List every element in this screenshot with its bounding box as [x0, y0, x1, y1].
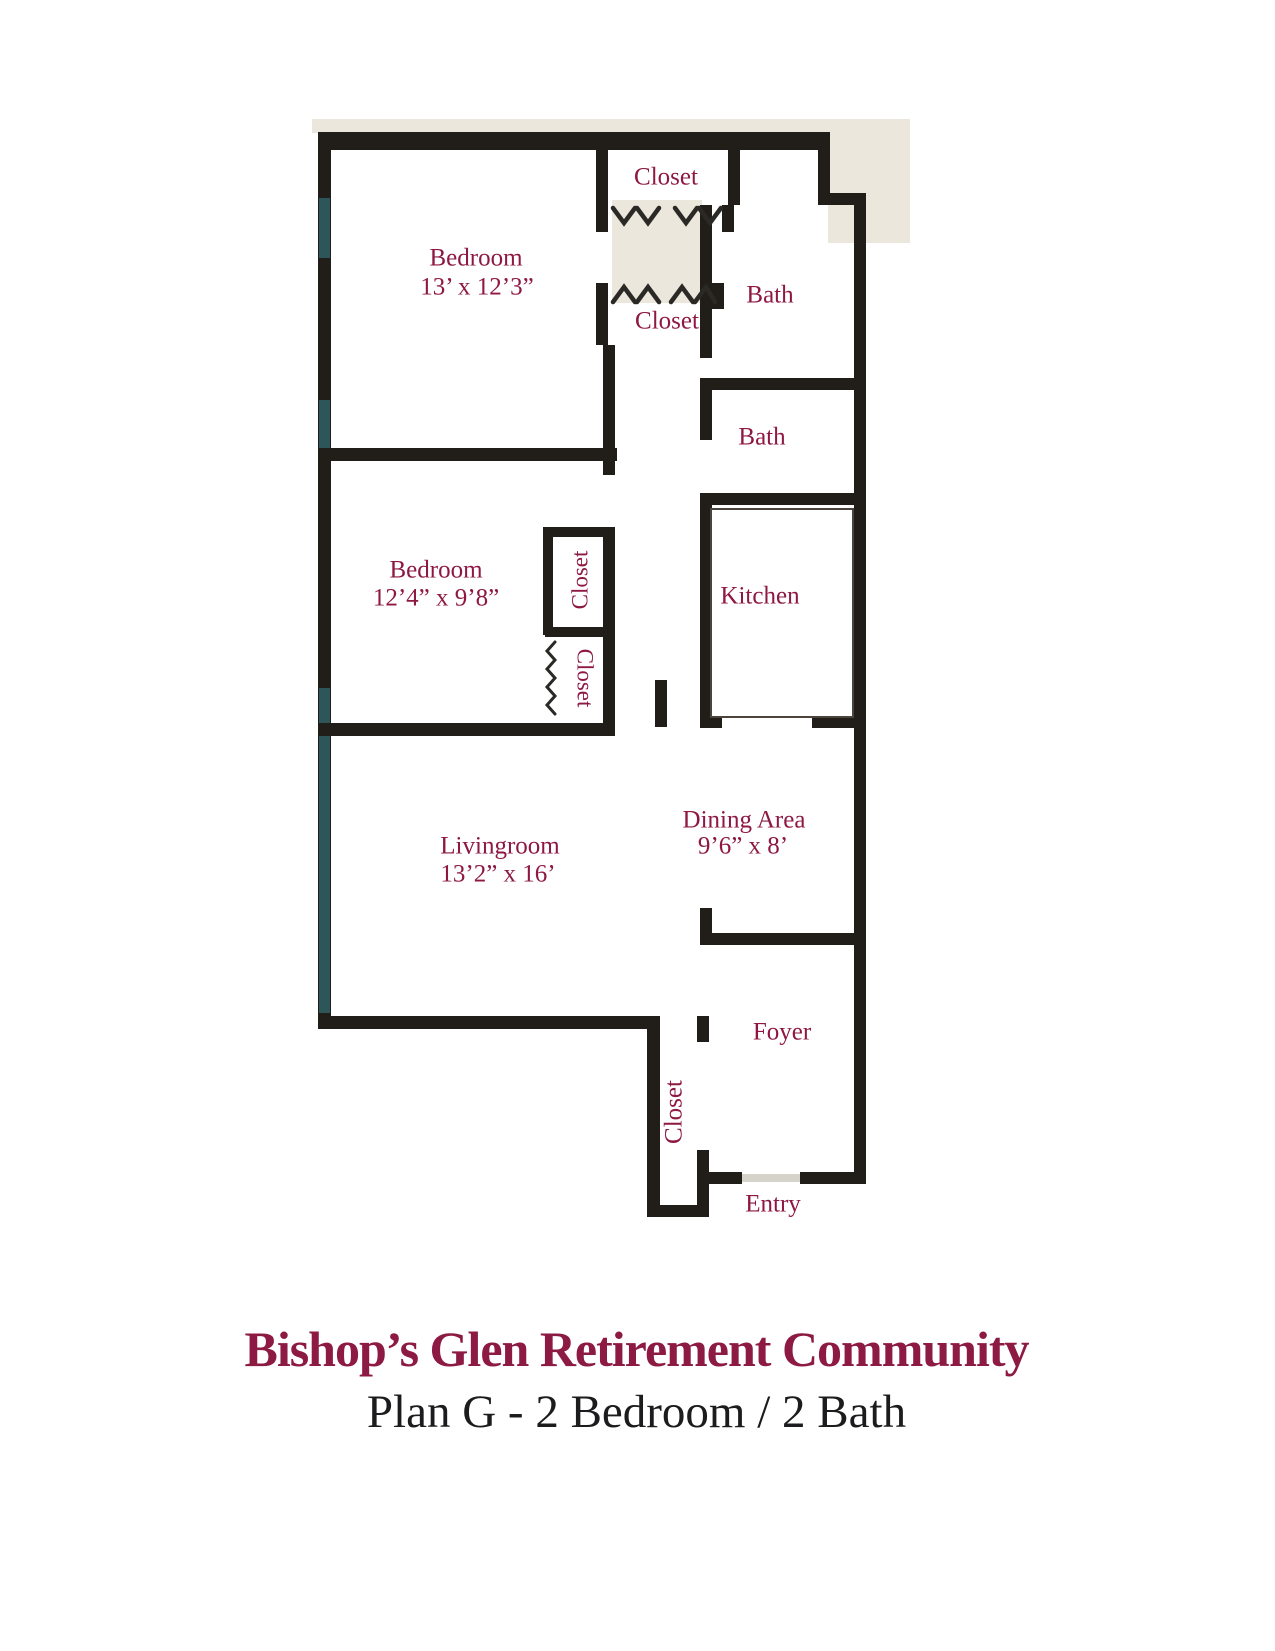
scan-smudge: [319, 198, 330, 258]
dining-label: Dining Area: [682, 806, 806, 834]
scan-tint-top: [312, 119, 832, 133]
closet-mid-label: Closet: [635, 307, 699, 335]
wall-kitchen-bottom-left: [700, 716, 722, 728]
bedroom1-dimensions: 13’ x 12’3”: [420, 273, 534, 301]
wall-foyer-closet-bottom: [647, 1205, 709, 1217]
bifold-door-icon: [610, 205, 724, 227]
foyer-closet-label: Closet: [660, 1080, 688, 1144]
wall-closet-mid-left: [596, 283, 608, 345]
bifold-door-icon: [610, 282, 718, 305]
wall-top: [318, 132, 830, 150]
scan-tint-top-right: [828, 119, 910, 243]
bedroom1-label: Bedroom: [429, 244, 523, 272]
bedroom2-label: Bedroom: [389, 556, 483, 584]
bedroom2-dimensions: 12’4” x 9’8”: [372, 584, 500, 612]
wall-hall-left: [603, 345, 615, 475]
dining-dimensions: 9’6” x 8’: [697, 832, 789, 860]
closet-door-wavy-icon: [544, 640, 558, 716]
scan-smudge: [319, 400, 330, 455]
kitchen-label: Kitchen: [720, 582, 800, 610]
plan-subtitle: Plan G - 2 Bedroom / 2 Bath: [366, 1386, 907, 1438]
wall-spine-upper: [700, 205, 712, 358]
wall-spine-middle: [700, 378, 712, 440]
wall-bedroom1-right: [596, 150, 608, 232]
entry-label: Entry: [745, 1190, 801, 1218]
wall-bedroom-divider: [318, 448, 617, 461]
wall-livingroom-bottom: [318, 1016, 648, 1029]
wall-kitchen-bottom-right: [812, 716, 866, 728]
wall-hall-stub: [655, 680, 667, 727]
foyer-label: Foyer: [752, 1018, 812, 1046]
wall-vcloset-left: [543, 527, 553, 635]
wall-vcloset-right: [603, 527, 615, 723]
wall-foyer-closet-left: [647, 1016, 660, 1217]
community-title: Bishop’s Glen Retirement Community: [244, 1321, 1029, 1377]
wall-kitchen-left: [700, 493, 712, 728]
vcloset2-label: Closet: [572, 648, 598, 708]
wall-livingroom-top: [318, 723, 615, 736]
wall-bath2-bottom: [700, 493, 866, 505]
wall-vcloset-mid: [545, 627, 615, 637]
wall-foyer-bottom-right: [800, 1172, 866, 1184]
closet-top-label: Closet: [634, 163, 698, 191]
entry-door-threshold: [742, 1174, 800, 1182]
title-block: Bishop’s Glen Retirement Community Plan …: [4, 1322, 1269, 1439]
wall-vcloset-top: [543, 527, 615, 537]
livingroom-label: Livingroom: [440, 832, 560, 860]
wall-bath-divider: [712, 378, 866, 390]
livingroom-dimensions: 13’2” x 16’: [440, 860, 556, 888]
kitchen-counter-outline: [710, 508, 854, 718]
wall-notch-vertical: [818, 150, 830, 205]
wall-foyer-bottom-left: [697, 1172, 742, 1184]
wall-closet-top-right: [728, 150, 740, 205]
bath2-label: Bath: [738, 423, 786, 451]
vcloset1-label: Closet: [567, 550, 593, 610]
wall-right: [854, 193, 866, 1184]
wall-dining-foyer-divider: [700, 933, 860, 945]
wall-foyer-closet-right-upper: [697, 1016, 709, 1042]
scan-smudge: [319, 688, 330, 1013]
bath1-label: Bath: [746, 281, 794, 309]
wall-door-jamb: [722, 205, 734, 232]
